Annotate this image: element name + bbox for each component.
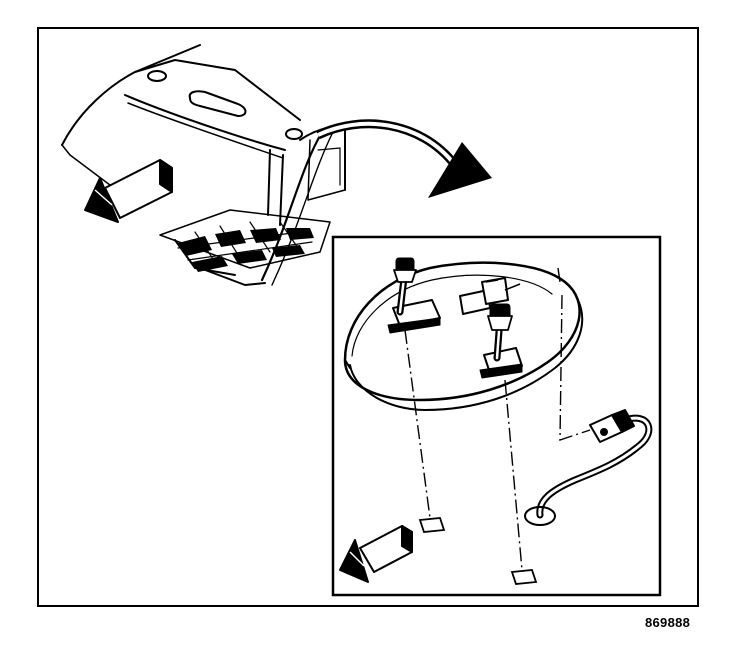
bulb-socket: [459, 277, 521, 315]
figure-code: 869888: [645, 615, 691, 630]
electrical-connector: [589, 409, 635, 443]
mounting-stud-right: [479, 303, 523, 379]
roof-opening-rear: [285, 128, 303, 140]
headliner-holes: [418, 517, 538, 585]
headliner-hole-right: [510, 569, 538, 585]
callout-arrow-icon: [316, 119, 492, 198]
roof-opening-left: [147, 70, 167, 82]
outer-frame: [37, 27, 699, 607]
headliner-hole-left: [418, 517, 446, 533]
floor-shading: [178, 228, 314, 272]
wiring-harness: [524, 414, 653, 526]
harness-grommet: [524, 506, 556, 526]
mounting-stud-left: [387, 257, 441, 334]
alignment-lines: [404, 267, 591, 571]
forward-arrow-icon: [84, 159, 173, 223]
forward-arrow-detail-icon: [339, 525, 413, 583]
roof-slot: [188, 90, 247, 117]
